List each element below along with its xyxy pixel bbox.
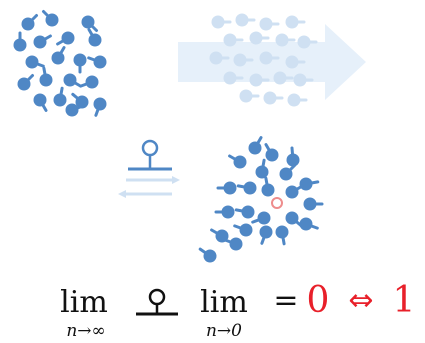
particle bbox=[299, 217, 319, 231]
double-arrow-icon bbox=[118, 176, 180, 198]
particle bbox=[93, 97, 107, 117]
particle bbox=[285, 211, 303, 228]
particle bbox=[303, 197, 324, 211]
equals-sign: = bbox=[273, 283, 298, 318]
particle bbox=[79, 75, 99, 89]
particle bbox=[42, 10, 59, 27]
particle bbox=[87, 55, 107, 69]
particle bbox=[285, 184, 304, 199]
particle bbox=[285, 55, 306, 69]
pin-operator-icon bbox=[136, 288, 178, 316]
particle bbox=[259, 225, 273, 245]
particle-cluster-dispersed bbox=[13, 10, 107, 117]
particle bbox=[63, 73, 82, 88]
value-one: 1 bbox=[393, 280, 416, 321]
particle bbox=[275, 33, 296, 47]
particle bbox=[198, 247, 217, 263]
particle bbox=[56, 31, 75, 46]
particle bbox=[263, 91, 284, 105]
particle bbox=[210, 228, 229, 243]
particle bbox=[65, 103, 85, 117]
particle bbox=[279, 164, 296, 181]
particle bbox=[259, 51, 280, 65]
particle bbox=[233, 53, 254, 67]
particle bbox=[209, 51, 230, 65]
particle bbox=[216, 181, 237, 195]
limit-subscript-1: n→∞ bbox=[66, 321, 105, 341]
pin-switch-icon bbox=[128, 139, 172, 171]
particle bbox=[53, 86, 67, 107]
particle bbox=[259, 17, 280, 31]
particle bbox=[249, 73, 270, 87]
particle bbox=[81, 15, 98, 32]
equation: lim n→∞ lim n→0 = 0 ⇔ 1 bbox=[60, 280, 415, 341]
particle bbox=[228, 154, 247, 169]
particle bbox=[51, 46, 66, 65]
lim-label-2: lim bbox=[200, 285, 248, 320]
particle bbox=[71, 92, 89, 109]
particle bbox=[286, 146, 300, 167]
particle bbox=[239, 89, 260, 103]
particle bbox=[273, 71, 294, 85]
particle bbox=[21, 14, 38, 31]
particle bbox=[87, 28, 102, 47]
particle bbox=[299, 177, 320, 191]
particle bbox=[17, 74, 34, 91]
particle bbox=[287, 93, 308, 107]
particle bbox=[261, 176, 275, 197]
particle bbox=[264, 143, 279, 162]
particle bbox=[236, 181, 257, 195]
limit-subscript-2: n→0 bbox=[206, 321, 242, 341]
particle bbox=[285, 15, 306, 29]
particle bbox=[33, 34, 52, 49]
particle bbox=[223, 33, 244, 47]
particle bbox=[25, 55, 45, 69]
particle bbox=[73, 53, 87, 74]
center-marker bbox=[271, 197, 283, 209]
value-zero: 0 bbox=[307, 280, 330, 321]
particle bbox=[248, 136, 263, 155]
particle bbox=[297, 35, 318, 49]
iff-double-arrow-icon: ⇔ bbox=[348, 283, 373, 318]
particle bbox=[33, 93, 48, 112]
particle bbox=[251, 211, 271, 225]
particle bbox=[275, 225, 289, 246]
particle-cluster-condensed bbox=[198, 136, 324, 263]
particle-cluster-faded bbox=[209, 13, 318, 107]
particle bbox=[233, 223, 253, 237]
particle bbox=[223, 71, 244, 85]
particle bbox=[13, 31, 27, 52]
wide-right-arrow-icon bbox=[178, 24, 366, 100]
particle bbox=[249, 31, 270, 45]
particle bbox=[214, 205, 235, 219]
particle bbox=[235, 13, 256, 27]
particle bbox=[211, 15, 232, 29]
lim-label-1: lim bbox=[60, 285, 108, 320]
particle bbox=[39, 66, 53, 87]
particle bbox=[255, 158, 269, 179]
particle bbox=[293, 73, 314, 87]
particle bbox=[234, 205, 255, 219]
